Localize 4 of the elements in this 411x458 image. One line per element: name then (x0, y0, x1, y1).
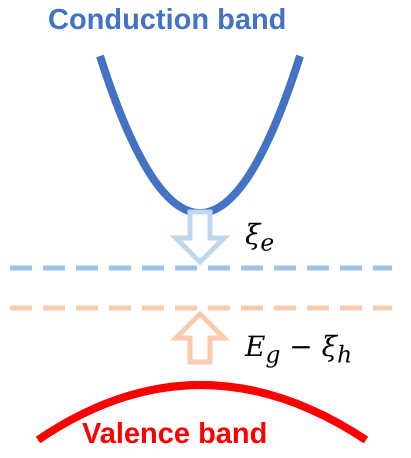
band-label: Conduction band (48, 4, 286, 37)
band-label: Valence band (82, 418, 268, 451)
math-label: ξ$_{e}$ (245, 218, 274, 257)
math-label: E$_{g}$ − ξ$_{h}$ (245, 330, 352, 369)
